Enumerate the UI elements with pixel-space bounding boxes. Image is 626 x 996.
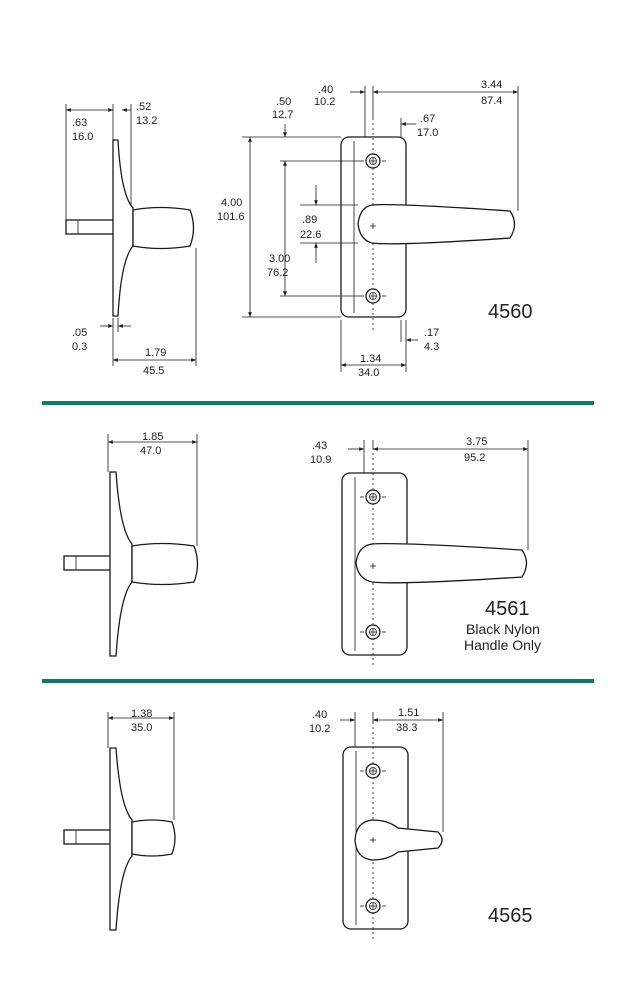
section-4560: .63 16.0 .52 13.2 .05 0.3 1.79 45.5 [65, 79, 533, 379]
dim-text: 101.6 [217, 211, 245, 223]
dim-text: 87.4 [481, 95, 502, 107]
dim-text: 3.75 [466, 436, 487, 448]
dim-text: .17 [424, 327, 439, 339]
dim-text: 12.7 [272, 109, 293, 121]
dim-text: .89 [302, 214, 317, 226]
section-divider [42, 679, 594, 683]
dim-text: 1.34 [360, 353, 381, 365]
dim-text: .40 [312, 709, 327, 721]
dim-text: 10.2 [309, 723, 330, 735]
model-number: 4565 [488, 905, 533, 927]
dim-text: 76.2 [267, 267, 288, 279]
dim-text: 1.51 [398, 707, 419, 719]
dim-text: .63 [72, 117, 87, 129]
dim-text: 22.6 [300, 229, 321, 241]
dim-text: 1.85 [142, 431, 163, 443]
dim-text: 10.9 [310, 454, 331, 466]
model-number: 4560 [488, 301, 533, 323]
section-4565: 1.38 35.0 .40 10 [63, 707, 533, 940]
material-note: Handle Only [464, 637, 541, 653]
dim-text: 16.0 [72, 131, 93, 143]
dim-text: 0.3 [72, 341, 87, 353]
dim-text: 45.5 [143, 365, 164, 377]
section-divider [42, 401, 594, 405]
dim-text: 1.79 [145, 347, 166, 359]
material-note: Black Nylon [466, 621, 540, 637]
dim-text: .52 [136, 101, 151, 113]
dim-text: 34.0 [358, 367, 379, 379]
section-4561: 1.85 47.0 .43 10 [63, 431, 541, 665]
dim-text: 13.2 [136, 115, 157, 127]
front-view-4561 [341, 440, 529, 665]
dim-text: 95.2 [464, 452, 485, 464]
dim-text: 3.00 [269, 253, 290, 265]
model-number: 4561 [485, 598, 530, 620]
dim-text: 1.38 [131, 708, 152, 720]
dim-text: 35.0 [131, 722, 152, 734]
front-view-4565 [340, 712, 444, 940]
dim-text: 47.0 [140, 445, 161, 457]
side-view-4561 [63, 434, 199, 657]
dim-text: .43 [312, 440, 327, 452]
side-view-4560 [65, 104, 197, 366]
dim-text: 38.3 [396, 722, 417, 734]
dim-text: 17.0 [417, 127, 438, 139]
dim-text: 3.44 [481, 79, 502, 91]
dim-text: 4.3 [424, 341, 439, 353]
dim-text: 4.00 [221, 197, 242, 209]
dim-text: .05 [72, 327, 87, 339]
dim-text: .67 [420, 113, 435, 125]
dim-text: 10.2 [314, 96, 335, 108]
front-view-4560 [242, 86, 519, 372]
side-view-4565 [63, 712, 176, 931]
dim-text: .50 [276, 96, 291, 108]
dim-text: .40 [318, 84, 333, 96]
